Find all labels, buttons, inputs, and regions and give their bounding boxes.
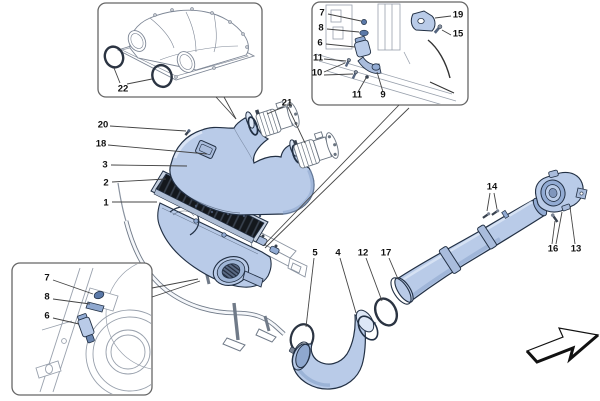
callout-18: 18 <box>96 139 107 150</box>
inset-sensor-box <box>11 262 153 396</box>
tube-band <box>477 224 497 250</box>
callout-16: 16 <box>548 244 559 255</box>
callout-9: 9 <box>380 90 385 101</box>
direction-arrow <box>525 327 600 364</box>
intake-duct-cover <box>169 111 315 218</box>
throttle-body-2 <box>292 131 339 169</box>
callout-6-top-inset: 6 <box>317 38 322 49</box>
screw-11b <box>365 75 369 79</box>
air-plenum-lineart <box>116 7 256 81</box>
screws-14 <box>482 209 500 219</box>
callout-21: 21 <box>282 98 293 109</box>
pin-7-installed <box>93 290 105 300</box>
callout-10: 10 <box>312 68 323 79</box>
inset-plenum-box <box>97 2 263 98</box>
o-ring-22b <box>151 63 173 89</box>
solenoid-6-installed <box>77 313 95 344</box>
leader-lines <box>52 13 576 328</box>
callout-5: 5 <box>312 248 318 259</box>
callout-20: 20 <box>98 120 109 131</box>
tube-end-lip <box>390 277 412 305</box>
inlet-grille <box>221 263 241 279</box>
callout-2: 2 <box>103 178 108 189</box>
callout-4: 4 <box>335 248 341 259</box>
callout-8-top-inset: 8 <box>318 23 323 34</box>
screw-10a <box>344 58 351 68</box>
intake-tube-17 <box>390 197 548 305</box>
screw-16 <box>550 213 559 223</box>
grommet-8-installed <box>85 301 105 313</box>
pin-7 <box>361 19 367 25</box>
callout-labels: 1 2 3 18 20 21 22 7 8 6 11 10 11 9 19 15… <box>44 8 581 322</box>
cable-lineart <box>427 39 451 79</box>
callout-11-a: 11 <box>313 53 324 64</box>
elbow-hose-4 <box>291 309 379 390</box>
callout-19: 19 <box>453 10 464 21</box>
callout-14: 14 <box>487 182 498 193</box>
tube-nipple <box>501 209 510 219</box>
duct-recess <box>195 139 217 159</box>
tube-band <box>438 246 462 274</box>
mount-bracket <box>269 245 280 255</box>
callout-7-bottom-inset: 7 <box>44 273 49 284</box>
o-ring-12 <box>373 297 399 327</box>
callout-11-b: 11 <box>352 90 363 101</box>
callout-17: 17 <box>381 248 392 259</box>
clamp-bolt <box>292 139 298 146</box>
callout-1: 1 <box>103 198 109 209</box>
cover-screw-20 <box>184 129 191 136</box>
callout-8-bottom-inset: 8 <box>44 292 49 303</box>
callout-13: 13 <box>571 244 582 255</box>
inset-pointer-lines <box>151 96 410 298</box>
screw-15 <box>433 24 443 34</box>
callout-12: 12 <box>358 248 369 259</box>
wheelarch-lineart <box>35 264 151 394</box>
chassis-lineart <box>315 3 461 104</box>
inlet-flange-13 <box>534 169 588 213</box>
throttle-body-1 <box>255 100 300 138</box>
o-ring-22a <box>103 45 125 69</box>
grommet-8 <box>359 29 369 37</box>
clamp-bolt <box>255 109 260 115</box>
callout-15: 15 <box>453 29 464 40</box>
hose-clamp-neck1 <box>247 116 259 136</box>
inset-bracket-box <box>311 1 469 106</box>
callout-6-bottom-inset: 6 <box>44 311 49 322</box>
callout-3: 3 <box>102 160 107 171</box>
screw-10b <box>351 70 358 80</box>
callout-22: 22 <box>118 84 129 95</box>
callout-7-top-inset: 7 <box>319 8 324 19</box>
solenoid-valve-6 <box>354 36 372 58</box>
